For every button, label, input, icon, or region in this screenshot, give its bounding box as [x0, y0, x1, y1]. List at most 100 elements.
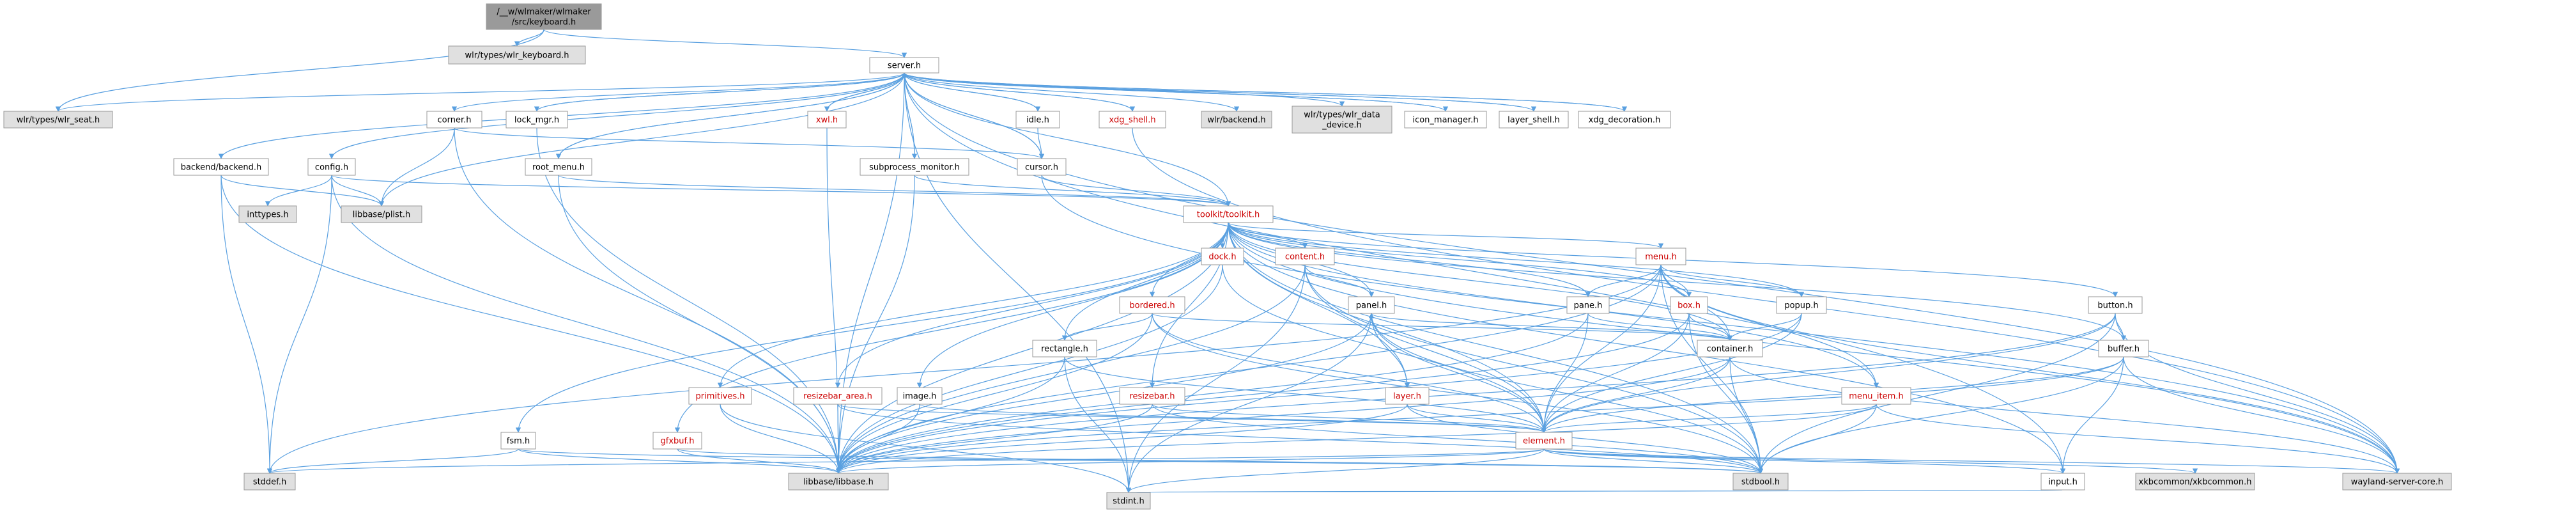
node-backend[interactable]: backend/backend.h [173, 158, 269, 176]
node-box [307, 158, 356, 176]
node-dock[interactable]: dock.h [1201, 248, 1244, 265]
node-wlr-keyboard[interactable]: wlr/types/wlr_keyboard.h [448, 45, 586, 65]
node-box [1275, 248, 1335, 265]
node-content[interactable]: content.h [1275, 248, 1335, 265]
node-inttypes[interactable]: inttypes.h [238, 205, 297, 223]
node-label: menu_item.h [1849, 392, 1903, 402]
node-label: stdint.h [1113, 497, 1144, 507]
edge-toolkit-to-popup [1228, 222, 1805, 297]
edge-buffer-to-input [2060, 356, 2124, 474]
node-xkbcommon[interactable]: xkbcommon/xkbcommon.h [2135, 473, 2255, 491]
node-box [1566, 296, 1610, 314]
edge-xdg_decoration-to-server [902, 72, 1625, 112]
edge-panel-to-container [1371, 313, 1732, 341]
node-stdbool[interactable]: stdbool.h [1732, 473, 1789, 491]
node-menu-item[interactable]: menu_item.h [1841, 387, 1911, 405]
edge-element-to-xkbcommon [1543, 448, 2198, 474]
node-lock-mgr[interactable]: lock_mgr.h [505, 111, 568, 129]
node-fsm[interactable]: fsm.h [500, 432, 536, 450]
node-root[interactable]: /__w/wlmaker/wlmaker/src/keyboard.h [486, 3, 602, 30]
node-pane[interactable]: pane.h [1566, 296, 1610, 314]
node-plist[interactable]: libbase/plist.h [341, 205, 422, 223]
node-container[interactable]: container.h [1697, 340, 1763, 358]
edge-container-to-stdbool [1729, 356, 1764, 474]
node-label: wlr/types/wlr_data [1304, 111, 1380, 120]
node-corner[interactable]: corner.h [426, 111, 482, 129]
edge-content-to-element [1304, 264, 1547, 433]
edge-server-to-wlr_data_device [904, 72, 1345, 107]
node-layer[interactable]: layer.h [1385, 387, 1430, 405]
edge-config-to-inttypes [265, 175, 332, 207]
edge-lock_mgr-to-libbase [536, 127, 842, 474]
node-gfxbuf[interactable]: gfxbuf.h [652, 432, 702, 450]
node-idle[interactable]: idle.h [1015, 111, 1060, 129]
node-resizebar-area[interactable]: resizebar_area.h [793, 387, 883, 405]
node-label: config.h [315, 163, 348, 173]
edge-panel-to-stdbool [1371, 313, 1764, 474]
node-subprocess-monitor[interactable]: subprocess_monitor.h [860, 158, 969, 176]
node-element[interactable]: element.h [1515, 432, 1573, 450]
node-box [1119, 387, 1185, 405]
node-icon-manager[interactable]: icon_manager.h [1404, 111, 1487, 129]
node-label: wlr/backend.h [1207, 116, 1265, 125]
node-cursor[interactable]: cursor.h [1017, 158, 1067, 176]
edge-toolkit-to-element [1228, 222, 1547, 433]
node-label: button.h [2097, 301, 2133, 311]
node-box [1635, 248, 1686, 265]
node-root-menu[interactable]: root_menu.h [525, 158, 592, 176]
edge-root_menu-to-server [558, 72, 907, 159]
node-label: xkbcommon/xkbcommon.h [2139, 478, 2252, 487]
node-xdg-shell[interactable]: xdg_shell.h [1099, 111, 1166, 129]
node-box [486, 3, 602, 30]
node-panel[interactable]: panel.h [1348, 296, 1395, 314]
node-layer-shell[interactable]: layer_shell.h [1499, 111, 1569, 129]
node-label: libbase/libbase.h [803, 478, 874, 487]
node-xdg-decoration[interactable]: xdg_decoration.h [1578, 111, 1671, 129]
edge-corner-to-libbase [454, 127, 842, 474]
edge-image-to-element [919, 404, 1546, 433]
edge-menu_item-to-wayland_core [1876, 404, 2400, 474]
edge-layer_shell-to-server [902, 72, 1534, 112]
edge-popup-to-container [1727, 313, 1802, 341]
node-config[interactable]: config.h [307, 158, 356, 176]
edge-root-to-server [543, 29, 907, 58]
node-stddef[interactable]: stddef.h [243, 473, 296, 491]
node-wayland-core[interactable]: wayland-server-core.h [2342, 473, 2452, 491]
edge-idle-to-server [901, 72, 1038, 112]
node-image[interactable]: image.h [897, 387, 943, 405]
node-popup[interactable]: popup.h [1776, 296, 1827, 314]
edge-xwl-to-libbase [826, 127, 842, 474]
node-wlr-backend[interactable]: wlr/backend.h [1201, 111, 1272, 129]
edge-menu-to-wayland_core [1660, 264, 2400, 474]
node-label: dock.h [1208, 253, 1236, 262]
node-server[interactable]: server.h [869, 57, 939, 74]
node-menu[interactable]: menu.h [1635, 248, 1686, 265]
node-libbase[interactable]: libbase/libbase.h [788, 473, 889, 491]
node-wlr-data-device[interactable]: wlr/types/wlr_data_device.h [1292, 106, 1392, 134]
node-label: rectangle.h [1041, 345, 1088, 354]
node-label: resizebar_area.h [803, 392, 872, 402]
edge-subprocess_monitor-to-libbase [835, 175, 915, 474]
node-toolkit[interactable]: toolkit/toolkit.h [1183, 205, 1274, 223]
node-xwl[interactable]: xwl.h [807, 111, 847, 129]
edge-toolkit-to-fsm [515, 222, 1229, 433]
node-box [1515, 432, 1573, 450]
edge-toolkit-to-pane [1228, 222, 1591, 297]
node-box[interactable]: box.h [1670, 296, 1708, 314]
node-label: cursor.h [1025, 163, 1058, 173]
node-rectangle[interactable]: rectangle.h [1032, 340, 1097, 358]
node-primitives[interactable]: primitives.h [688, 387, 752, 405]
node-box [1099, 111, 1166, 129]
node-bordered[interactable]: bordered.h [1119, 296, 1185, 314]
node-wlr-seat[interactable]: wlr/types/wlr_seat.h [3, 111, 113, 129]
node-stdint[interactable]: stdint.h [1106, 492, 1151, 510]
node-buffer[interactable]: buffer.h [2098, 340, 2149, 358]
node-input[interactable]: input.h [2040, 473, 2085, 491]
node-box [341, 205, 422, 223]
edge-button-to-stdbool [1757, 313, 2116, 474]
node-button[interactable]: button.h [2088, 296, 2143, 314]
node-label: root_menu.h [532, 163, 585, 173]
edge-root_menu-to-libbase [558, 175, 842, 474]
node-resizebar[interactable]: resizebar.h [1119, 387, 1185, 405]
edge-menu_item-to-stdbool [1757, 404, 1877, 474]
